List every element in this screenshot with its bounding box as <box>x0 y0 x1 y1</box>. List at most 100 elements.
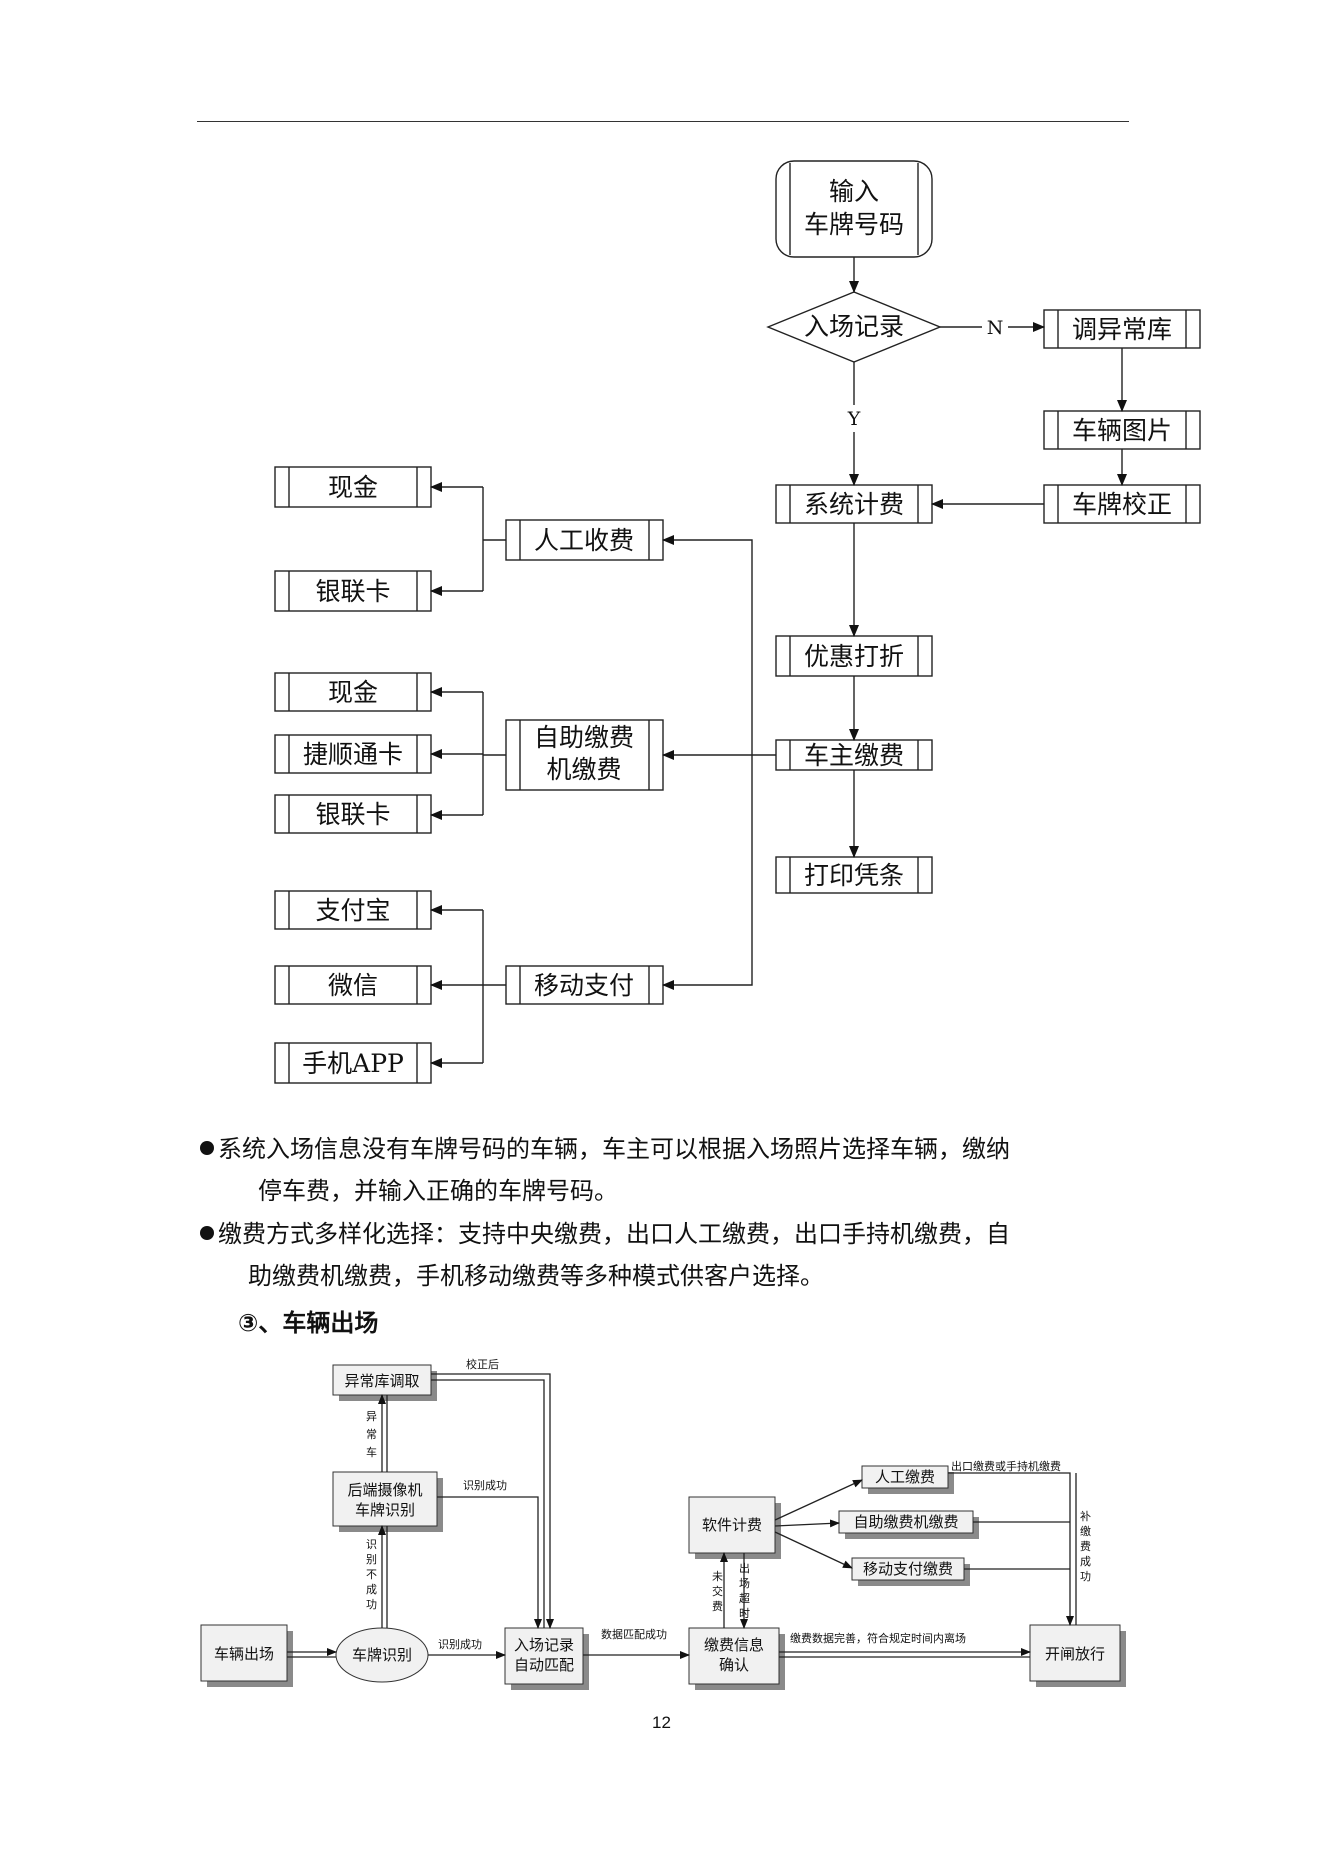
discount-node <box>775 635 933 677</box>
paragraph-2: 缴费方式多样化选择：支持中央缴费，出口人工缴费，出口手持机缴费，自 助缴费机缴费… <box>200 1213 1130 1297</box>
cash-label-2: 现金 <box>328 678 378 707</box>
recog-success-top-label: 识别成功 <box>463 1479 507 1492</box>
overtime-char: 时 <box>739 1607 750 1620</box>
recog-fail-char: 成 <box>366 1583 377 1596</box>
recog-fail-char: 别 <box>366 1553 377 1566</box>
data-match-success-label: 数据匹配成功 <box>601 1627 667 1641</box>
system-billing-node <box>775 484 933 524</box>
gate-open-node <box>1029 1624 1121 1682</box>
self-pay-node <box>838 1510 974 1534</box>
jieshuntong-label: 捷顺通卡 <box>303 740 403 769</box>
paragraph-1: 系统入场信息没有车牌号码的车辆，车主可以根据入场照片选择车辆，缴纳 停车费，并输… <box>200 1128 1130 1212</box>
abnormal-library-node <box>1043 309 1201 349</box>
self-service-label-2: 机缴费 <box>546 755 621 784</box>
page-number: 12 <box>652 1713 671 1732</box>
entry-record-label: 入场记录 <box>804 312 904 341</box>
exit-pay-handheld-label: 出口缴费或手持机缴费 <box>951 1459 1061 1473</box>
phone-app-label: 手机APP <box>302 1049 404 1078</box>
supplement-char: 缴 <box>1080 1524 1091 1538</box>
unpaid-char: 交 <box>712 1584 723 1598</box>
overtime-char: 超 <box>739 1591 750 1605</box>
cash-node-2 <box>274 672 432 712</box>
owner-pay-label: 车主缴费 <box>804 741 904 770</box>
manual-pay-node <box>861 1465 949 1489</box>
mobile-pay-node <box>851 1557 965 1581</box>
payment-flowchart: 输入 车牌号码 入场记录 调异常库 车辆图片 车牌校正 系统计费 优惠打折 车主… <box>274 160 1201 1084</box>
wechat-label: 微信 <box>328 971 378 1000</box>
entry-match-label-1: 入场记录 <box>514 1636 574 1654</box>
paragraph-1-line-2: 停车费，并输入正确的车牌号码。 <box>258 1177 618 1205</box>
recog-fail-char: 功 <box>366 1598 377 1611</box>
supplement-char: 功 <box>1080 1570 1091 1583</box>
manual-pay-label: 人工缴费 <box>875 1468 935 1486</box>
vehicle-exit-label: 车辆出场 <box>214 1645 274 1663</box>
plate-recog-label: 车牌识别 <box>352 1646 412 1664</box>
discount-label: 优惠打折 <box>804 642 904 671</box>
abnormal-fetch-label: 异常库调取 <box>344 1372 419 1390</box>
fee-complete-label: 缴费数据完善，符合规定时间内离场 <box>790 1631 966 1645</box>
gate-open-label: 开闸放行 <box>1045 1645 1105 1663</box>
overtime-char: 出 <box>739 1561 750 1575</box>
system-billing-label: 系统计费 <box>804 490 904 519</box>
alipay-label: 支付宝 <box>315 896 390 925</box>
manual-charge-node <box>505 519 664 561</box>
abnormal-car-char: 常 <box>366 1428 377 1441</box>
rear-camera-node <box>332 1471 438 1527</box>
self-service-node <box>505 719 664 791</box>
vehicle-exit-node <box>200 1624 288 1682</box>
self-pay-label: 自助缴费机缴费 <box>853 1513 958 1531</box>
print-receipt-label: 打印凭条 <box>804 861 904 890</box>
abnormal-car-char: 车 <box>366 1445 377 1459</box>
unionpay-node-1 <box>274 570 432 612</box>
unpaid-char: 未 <box>712 1570 723 1583</box>
entry-match-label-2: 自动匹配 <box>514 1656 574 1674</box>
supplement-char: 成 <box>1080 1555 1091 1568</box>
recog-fail-char: 识 <box>366 1538 377 1551</box>
edge-label-yes: Y <box>847 408 861 430</box>
recog-fail-char: 不 <box>366 1568 377 1581</box>
supplement-char: 费 <box>1080 1540 1091 1553</box>
input-plate-node <box>775 160 933 258</box>
rear-camera-label-2: 车牌识别 <box>355 1501 415 1519</box>
recog-success-label: 识别成功 <box>438 1638 482 1651</box>
jieshuntong-node <box>274 734 432 774</box>
abnormal-car-char: 异 <box>366 1410 377 1423</box>
payment-confirm-label-2: 确认 <box>719 1656 749 1674</box>
mobile-pay-node <box>505 965 664 1005</box>
header-rule <box>197 121 1129 122</box>
unionpay-label-2: 银联卡 <box>315 800 390 829</box>
paragraph-2-line-1: 缴费方式多样化选择：支持中央缴费，出口人工缴费，出口手持机缴费，自 <box>218 1220 1010 1248</box>
input-plate-label-2: 车牌号码 <box>804 210 904 239</box>
overtime-char: 场 <box>739 1576 750 1590</box>
cash-node-1 <box>274 466 432 508</box>
payment-confirm-node <box>688 1627 780 1685</box>
bullet-icon <box>200 1141 214 1155</box>
paragraph-1-line-1: 系统入场信息没有车牌号码的车辆，车主可以根据入场照片选择车辆，缴纳 <box>218 1135 1010 1163</box>
vehicle-photo-node <box>1043 410 1201 450</box>
abnormal-fetch-node <box>332 1364 432 1396</box>
paragraph-2-line-2: 助缴费机缴费，手机移动缴费等多种模式供客户选择。 <box>248 1262 824 1290</box>
mobile-pay-label: 移动支付缴费 <box>863 1560 953 1578</box>
input-plate-label-1: 输入 <box>829 177 879 206</box>
plate-correction-label: 车牌校正 <box>1072 490 1172 519</box>
abnormal-library-label: 调异常库 <box>1072 315 1172 344</box>
software-billing-node <box>688 1496 776 1554</box>
mobile-pay-label: 移动支付 <box>534 971 634 1000</box>
rear-camera-label-1: 后端摄像机 <box>347 1481 422 1499</box>
supplement-char: 补 <box>1080 1510 1091 1523</box>
bullet-icon <box>200 1226 214 1240</box>
unionpay-label-1: 银联卡 <box>315 577 390 606</box>
alipay-node <box>274 890 432 930</box>
edge-label-no: N <box>987 317 1004 339</box>
phone-app-node <box>274 1042 432 1084</box>
self-service-label-1: 自助缴费 <box>534 723 634 752</box>
unpaid-char: 费 <box>712 1600 723 1613</box>
after-correct-label: 校正后 <box>466 1357 499 1371</box>
payment-confirm-label-1: 缴费信息 <box>704 1636 764 1654</box>
entry-match-node <box>504 1627 584 1685</box>
software-billing-label: 软件计费 <box>702 1516 762 1534</box>
unionpay-node-2 <box>274 794 432 834</box>
manual-charge-label: 人工收费 <box>534 526 634 555</box>
vehicle-photo-label: 车辆图片 <box>1072 416 1172 445</box>
